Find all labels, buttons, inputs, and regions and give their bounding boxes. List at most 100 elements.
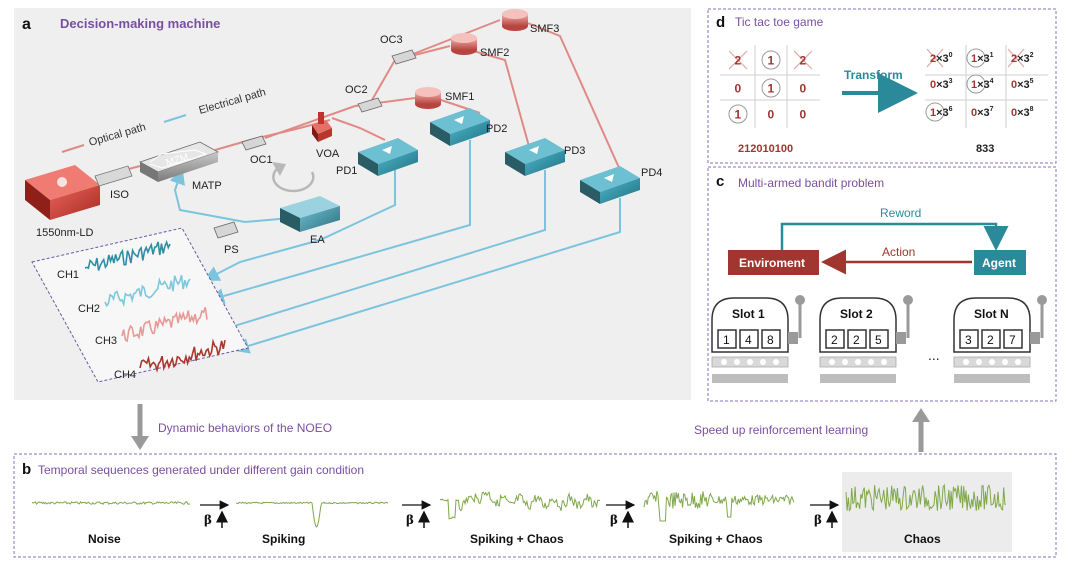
board-cell: 1 bbox=[728, 104, 748, 124]
ch2-trace bbox=[104, 274, 191, 308]
panel-c-letter: c bbox=[716, 173, 724, 190]
slot-digit: 5 bbox=[875, 333, 882, 347]
coupler-oc1 bbox=[241, 135, 267, 151]
slot-name: Slot 2 bbox=[840, 307, 873, 321]
result-cell-text: 2×30 bbox=[930, 52, 953, 65]
spiking-trace bbox=[235, 501, 389, 528]
regime-spiking: Spiking bbox=[262, 532, 305, 546]
slot-digit: 7 bbox=[1009, 333, 1016, 347]
channel-box bbox=[31, 227, 249, 383]
regime-spiking-chaos-1: Spiking + Chaos bbox=[470, 532, 564, 546]
result-cell: 2×30 bbox=[926, 48, 953, 68]
pd3-label: PD3 bbox=[564, 145, 585, 157]
agent-label: Agent bbox=[982, 256, 1016, 270]
action-label: Action bbox=[882, 245, 915, 259]
result-cell-text: 0×37 bbox=[971, 106, 994, 119]
up-flow-label: Speed up reinforcement learning bbox=[694, 423, 868, 437]
coupler-oc2 bbox=[357, 97, 383, 113]
slot-digit: 1 bbox=[723, 333, 730, 347]
result-value: 833 bbox=[976, 143, 994, 155]
panel-a-title: Decision-making machine bbox=[60, 16, 220, 31]
ch4-trace bbox=[139, 338, 226, 373]
board-cell-value: 0 bbox=[800, 82, 807, 96]
ch1-trace bbox=[84, 239, 171, 271]
board-cell: 1 bbox=[761, 50, 781, 70]
result-cell-text: 0×35 bbox=[1011, 78, 1034, 91]
pd4-detector bbox=[580, 166, 640, 204]
environment-box bbox=[728, 250, 819, 275]
ea-label: EA bbox=[310, 234, 325, 246]
smf3-spool bbox=[502, 9, 528, 31]
down-flow-arrowhead bbox=[131, 436, 149, 450]
beta-label: β bbox=[610, 513, 618, 527]
result-cell-text: 1×31 bbox=[971, 52, 994, 65]
board-cell: 0 bbox=[800, 82, 807, 96]
environment-label: Enviroment bbox=[739, 256, 805, 270]
panel-c-title: Multi-armed bandit problem bbox=[738, 176, 884, 190]
result-cell: 1×31 bbox=[966, 48, 994, 68]
matp-label: MATP bbox=[192, 180, 222, 192]
result-cell-text: 1×34 bbox=[971, 78, 994, 91]
smf2-spool bbox=[451, 33, 477, 55]
legend-optical-line bbox=[61, 144, 85, 153]
board-code: 212010100 bbox=[738, 143, 793, 155]
agent-box bbox=[974, 250, 1026, 275]
board-cell-value: 1 bbox=[768, 54, 775, 68]
smf3-label: SMF3 bbox=[530, 23, 559, 35]
panel-b-border bbox=[13, 453, 1057, 558]
result-cell: 1×34 bbox=[966, 74, 994, 94]
pd2-detector bbox=[430, 108, 490, 146]
result-cell: 0×35 bbox=[1011, 78, 1034, 91]
panel-c-border bbox=[707, 166, 1057, 402]
channel-traces bbox=[84, 239, 226, 373]
board-cell: 0 bbox=[768, 108, 775, 122]
slot-ellipsis: ... bbox=[928, 347, 940, 363]
panel-d-letter: d bbox=[716, 14, 725, 31]
regime-traces bbox=[31, 483, 1006, 528]
beta-label: β bbox=[406, 513, 414, 527]
pd1-label: PD1 bbox=[336, 165, 357, 177]
laser-label: 1550nm-LD bbox=[36, 227, 94, 239]
board-cell-value: 2 bbox=[800, 54, 807, 68]
regime-chaos: Chaos bbox=[904, 532, 941, 546]
panel-b-title: Temporal sequences generated under diffe… bbox=[38, 463, 364, 477]
oc2-label: OC2 bbox=[345, 84, 368, 96]
slot-digit: 3 bbox=[965, 333, 972, 347]
loop-arrow-head bbox=[272, 162, 286, 176]
regime-spiking-chaos-2: Spiking + Chaos bbox=[669, 532, 763, 546]
smf2-label: SMF2 bbox=[480, 47, 509, 59]
down-flow-label: Dynamic behaviors of the NOEO bbox=[158, 421, 332, 435]
smf1-spool bbox=[415, 87, 441, 109]
board-cell: 0 bbox=[800, 108, 807, 122]
mzm-modulator bbox=[139, 141, 219, 182]
pd3-detector bbox=[505, 138, 565, 176]
panel-a-letter: a bbox=[22, 16, 31, 33]
beta-step-arrow: β bbox=[402, 500, 432, 528]
pd4-label: PD4 bbox=[641, 167, 662, 179]
slot-digit: 8 bbox=[767, 333, 774, 347]
oc1-label: OC1 bbox=[250, 154, 273, 166]
spiking-chaos-trace-2 bbox=[643, 490, 795, 522]
regime-noise: Noise bbox=[88, 532, 121, 546]
result-cell-text: 0×38 bbox=[1011, 106, 1034, 119]
result-cell-text: 0×33 bbox=[930, 78, 953, 91]
chaos-trace bbox=[845, 483, 1006, 512]
ps-label: PS bbox=[224, 244, 239, 256]
phase-shifter bbox=[213, 221, 239, 239]
board-cell: 0 bbox=[735, 82, 742, 96]
beta-label: β bbox=[814, 513, 822, 527]
reward-arrow bbox=[780, 222, 1009, 251]
pd2-label: PD2 bbox=[486, 123, 507, 135]
slot-digit: 2 bbox=[831, 333, 838, 347]
result-cell: 1×36 bbox=[925, 102, 953, 122]
board-cell-value: 0 bbox=[735, 82, 742, 96]
loop-arrow bbox=[272, 167, 315, 193]
chaos-highlight bbox=[842, 472, 1012, 552]
slot-digit: 2 bbox=[987, 333, 994, 347]
legend-electrical-line bbox=[163, 114, 187, 123]
